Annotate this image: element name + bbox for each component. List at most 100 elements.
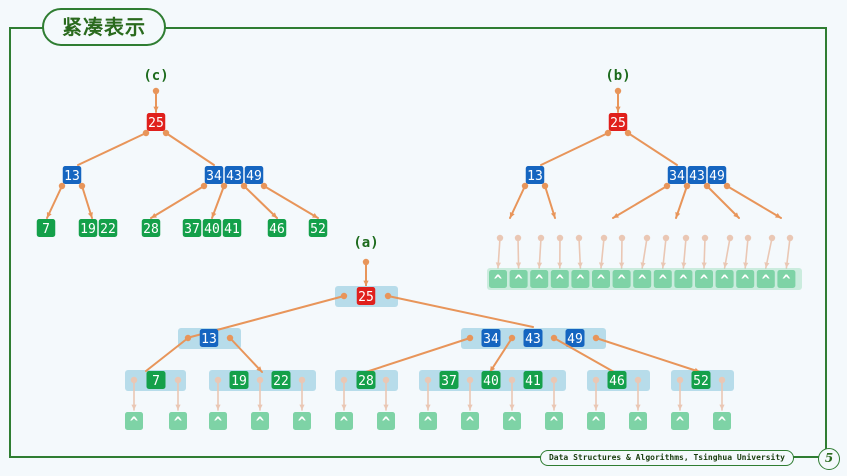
tree-edge [243, 185, 278, 219]
b-internal-key-13: 13 [527, 169, 543, 184]
null-edge-dot [662, 234, 670, 242]
null-pointer-box [209, 412, 227, 430]
null-pointer: ^ [741, 273, 750, 289]
arrowhead [550, 212, 556, 218]
null-edge-dot [634, 376, 642, 384]
page-number: 5 [818, 448, 840, 470]
null-pointer: ^ [597, 273, 606, 289]
null-edge-dot [556, 234, 564, 242]
arrowhead [733, 212, 739, 218]
edge-source-dot [220, 182, 228, 190]
tree-edge [612, 185, 668, 219]
arrowhead [551, 404, 557, 410]
null-pointer: ^ [700, 273, 709, 289]
null-pointer-box [530, 270, 549, 288]
null-pointer-box [715, 270, 734, 288]
null-pointer: ^ [214, 415, 223, 431]
edge-source-dot [58, 182, 66, 190]
a-leaf-key-7: 7 [152, 374, 160, 389]
null-pointer: ^ [514, 273, 523, 289]
arrowhead [509, 404, 515, 410]
edge-source-dot [521, 182, 529, 190]
null-pointer: ^ [256, 415, 265, 431]
arrowhead [495, 262, 501, 268]
null-pointer-box [335, 412, 353, 430]
b-internal-key-34-box [667, 166, 687, 184]
a-internal-key-34-box [481, 329, 501, 347]
c-leaf-key-7-box [36, 219, 56, 237]
null-edge-dot [744, 234, 752, 242]
arrowhead [312, 213, 318, 218]
null-pointer-box [550, 270, 569, 288]
c-internal-key-34: 34 [206, 169, 222, 184]
c-internal-key-43: 43 [226, 169, 242, 184]
null-pointer-box [571, 270, 590, 288]
tree-edge [263, 185, 319, 219]
c-leaf-key-46: 46 [269, 222, 285, 237]
null-pointer-box [461, 412, 479, 430]
tree-edge [544, 185, 556, 219]
b-root-key-25: 25 [610, 116, 626, 131]
edge-source-dot [703, 182, 711, 190]
null-pointer-box [612, 270, 631, 288]
null-edge-dot [786, 234, 794, 242]
arrowhead [271, 212, 277, 218]
tree-edge [46, 185, 63, 219]
a-internal-key-49-box [565, 329, 585, 347]
c-leaf-key-19: 19 [80, 222, 96, 237]
a-internal-key-49: 49 [567, 332, 583, 347]
a-leaf-key-52: 52 [693, 374, 709, 389]
tree-label: (b) [605, 68, 630, 84]
null-pointer-box [169, 412, 187, 430]
null-edge-dot [496, 234, 504, 242]
null-pointer-box [633, 270, 652, 288]
null-pointer: ^ [130, 415, 139, 431]
null-pointer: ^ [617, 273, 626, 289]
tree-edge [706, 185, 740, 219]
tree-edge [211, 185, 225, 219]
edge-source-dot [340, 292, 348, 300]
c-leaf-key-22: 22 [100, 222, 116, 237]
null-pointer: ^ [782, 273, 791, 289]
arrowhead [557, 262, 563, 268]
null-pointer-box [377, 412, 395, 430]
tree-edge [595, 337, 701, 373]
c-internal-key-34-box [204, 166, 224, 184]
null-pointer-box [777, 270, 796, 288]
arrowhead [257, 404, 263, 410]
null-edge-dot [768, 234, 776, 242]
tree-edge [489, 337, 513, 373]
arrowhead [425, 404, 431, 410]
null-pointer-box [125, 412, 143, 430]
arrowhead [640, 262, 646, 268]
tree-edge [553, 337, 615, 373]
tree-edge [150, 185, 205, 219]
slide-frame [9, 27, 827, 458]
null-edge-dot [256, 376, 264, 384]
edge-source-dot [508, 334, 516, 342]
null-edge-dot [537, 234, 545, 242]
edge-source-dot [541, 182, 549, 190]
a-internal-key-43: 43 [525, 332, 541, 347]
null-pointer: ^ [174, 415, 183, 431]
arrowhead [536, 262, 543, 268]
a-leaf-key-46-box [607, 371, 627, 389]
arrowhead [764, 262, 770, 268]
a-leaf-key-19: 19 [231, 374, 247, 389]
root-entry-dot [362, 258, 370, 266]
edge-source-dot [683, 182, 691, 190]
c-leaf-key-52-box [308, 219, 328, 237]
null-pointer: ^ [466, 415, 475, 431]
null-pointer: ^ [634, 415, 643, 431]
tree-edge [77, 132, 147, 166]
arrowhead [153, 106, 159, 112]
c-leaf-key-28-box [141, 219, 161, 237]
null-pointer: ^ [424, 415, 433, 431]
tree-edge [165, 132, 215, 166]
arrowhead [46, 212, 52, 218]
arrowhead [784, 262, 790, 268]
root-entry-dot [152, 87, 160, 95]
b-internal-key-49: 49 [709, 169, 725, 184]
tree-edge [675, 185, 688, 219]
arrowhead [256, 366, 262, 372]
